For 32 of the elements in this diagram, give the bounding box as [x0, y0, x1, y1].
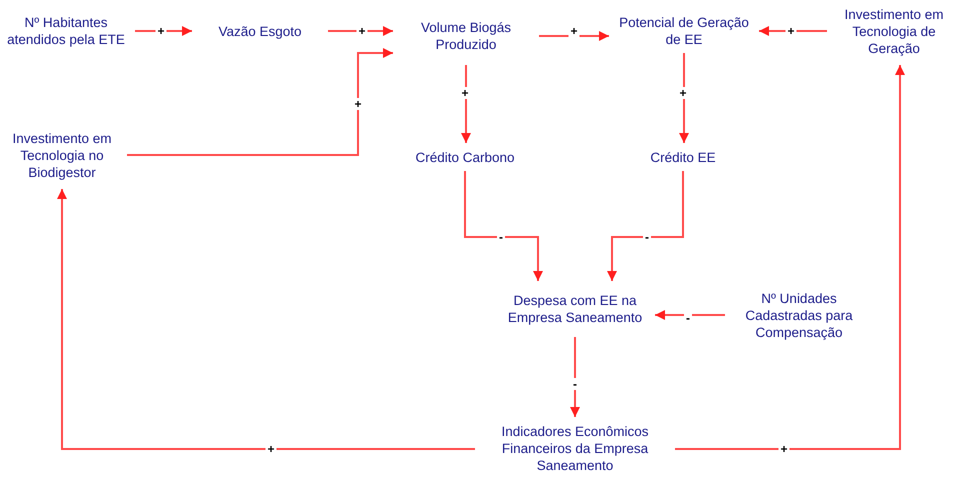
edge-label: + — [678, 87, 688, 99]
edge-label: + — [156, 25, 166, 37]
variable-label: Nº Unidades Cadastradas para Compensação — [728, 286, 870, 344]
edge-label: + — [568, 25, 580, 37]
variable-label: Vazão Esgoto — [195, 12, 325, 50]
edge-label: + — [352, 98, 364, 110]
arrow — [539, 31, 609, 41]
arrow — [607, 171, 684, 281]
variable-label: Investimento em Tecnologia de Geração — [830, 0, 958, 62]
arrow — [57, 189, 475, 450]
arrow — [461, 65, 471, 143]
edge-label: + — [356, 25, 368, 37]
variable-label: Nº Habitantes atendidos pela ETE — [0, 12, 132, 50]
arrow — [135, 26, 192, 36]
variable-label: Crédito Carbono — [402, 146, 528, 168]
arrow — [127, 48, 393, 156]
arrow — [679, 53, 689, 143]
variable-label: Crédito EE — [630, 146, 736, 168]
variable-label: Volume Biogás Produzido — [396, 10, 536, 62]
arrow — [655, 310, 725, 320]
arrow — [675, 65, 905, 450]
variable-label: Investimento em Tecnologia no Biodigestor — [0, 124, 124, 186]
variable-label: Despesa com EE na Empresa Saneamento — [498, 284, 652, 334]
edge-label: + — [460, 87, 470, 99]
variable-label: Potencial de Geração de EE — [612, 12, 756, 50]
arrow — [464, 171, 543, 281]
edge-label: - — [571, 378, 579, 390]
edge-label: + — [778, 443, 790, 455]
variable-label: Indicadores Econômicos Financeiros da Empresa Saneamento — [478, 420, 672, 476]
edge-label: + — [266, 443, 276, 455]
edge-label: + — [786, 25, 796, 37]
arrow — [570, 337, 580, 417]
